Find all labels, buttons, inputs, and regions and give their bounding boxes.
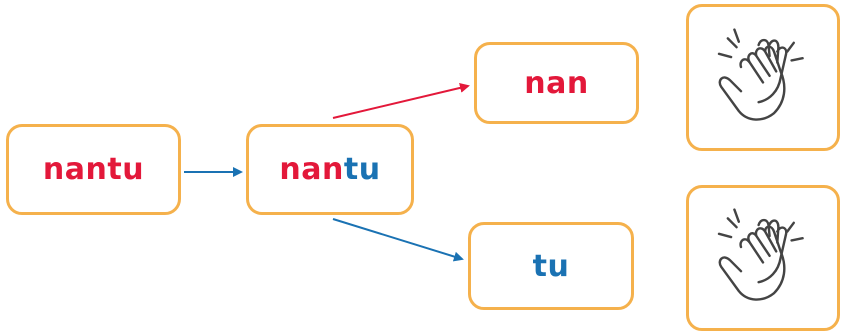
clapping-hands-icon [717, 27, 804, 121]
arrow-split-to-tu [332, 218, 464, 262]
syllable-box-nan: nan [474, 42, 639, 124]
syllable-nan: nan [524, 65, 589, 101]
split-word: nantu [279, 152, 380, 187]
arrow-split-to-nan [332, 82, 470, 119]
clap-box-bottom [686, 185, 840, 331]
split-second-part: tu [343, 152, 381, 187]
clapping-hands-icon [717, 208, 804, 301]
source-word: nantu [42, 152, 145, 187]
clap-box-top [686, 4, 840, 151]
syllable-box-tu: tu [468, 222, 634, 310]
syllable-tu: tu [532, 248, 570, 284]
source-word-box: nantu [6, 124, 181, 215]
split-first-part: nan [279, 152, 344, 187]
split-word-box: nantu [246, 124, 414, 215]
